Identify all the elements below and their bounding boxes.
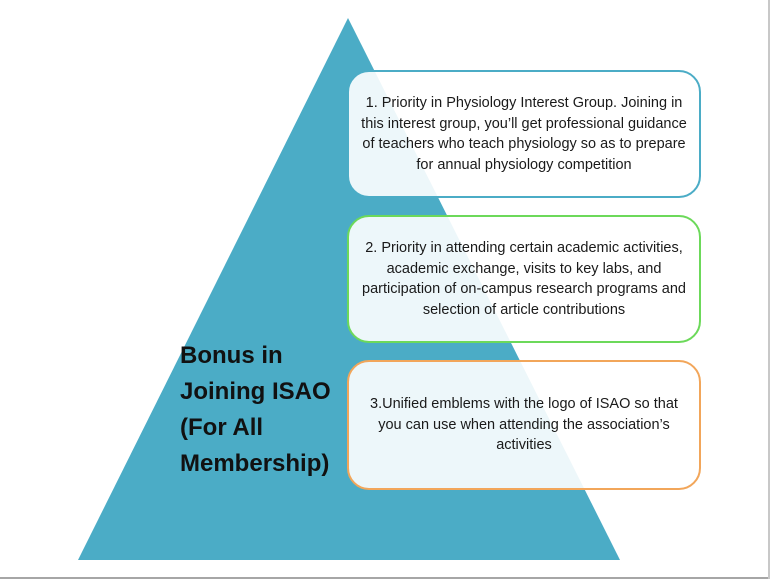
benefit-text-1: 1. Priority in Physiology Interest Group… [361,95,687,173]
pyramid-label: Bonus in Joining ISAO (For All Membershi… [180,342,331,477]
benefit-box-2: 2. Priority in attending certain academi… [347,215,701,343]
benefit-box-1: 1. Priority in Physiology Interest Group… [347,70,701,198]
benefit-text-3: 3.Unified emblems with the logo of ISAO … [370,396,678,454]
slide-bottom-border [0,577,770,579]
benefit-text-2: 2. Priority in attending certain academi… [362,240,686,318]
slide-right-border [768,0,770,579]
benefit-box-3: 3.Unified emblems with the logo of ISAO … [347,360,701,490]
